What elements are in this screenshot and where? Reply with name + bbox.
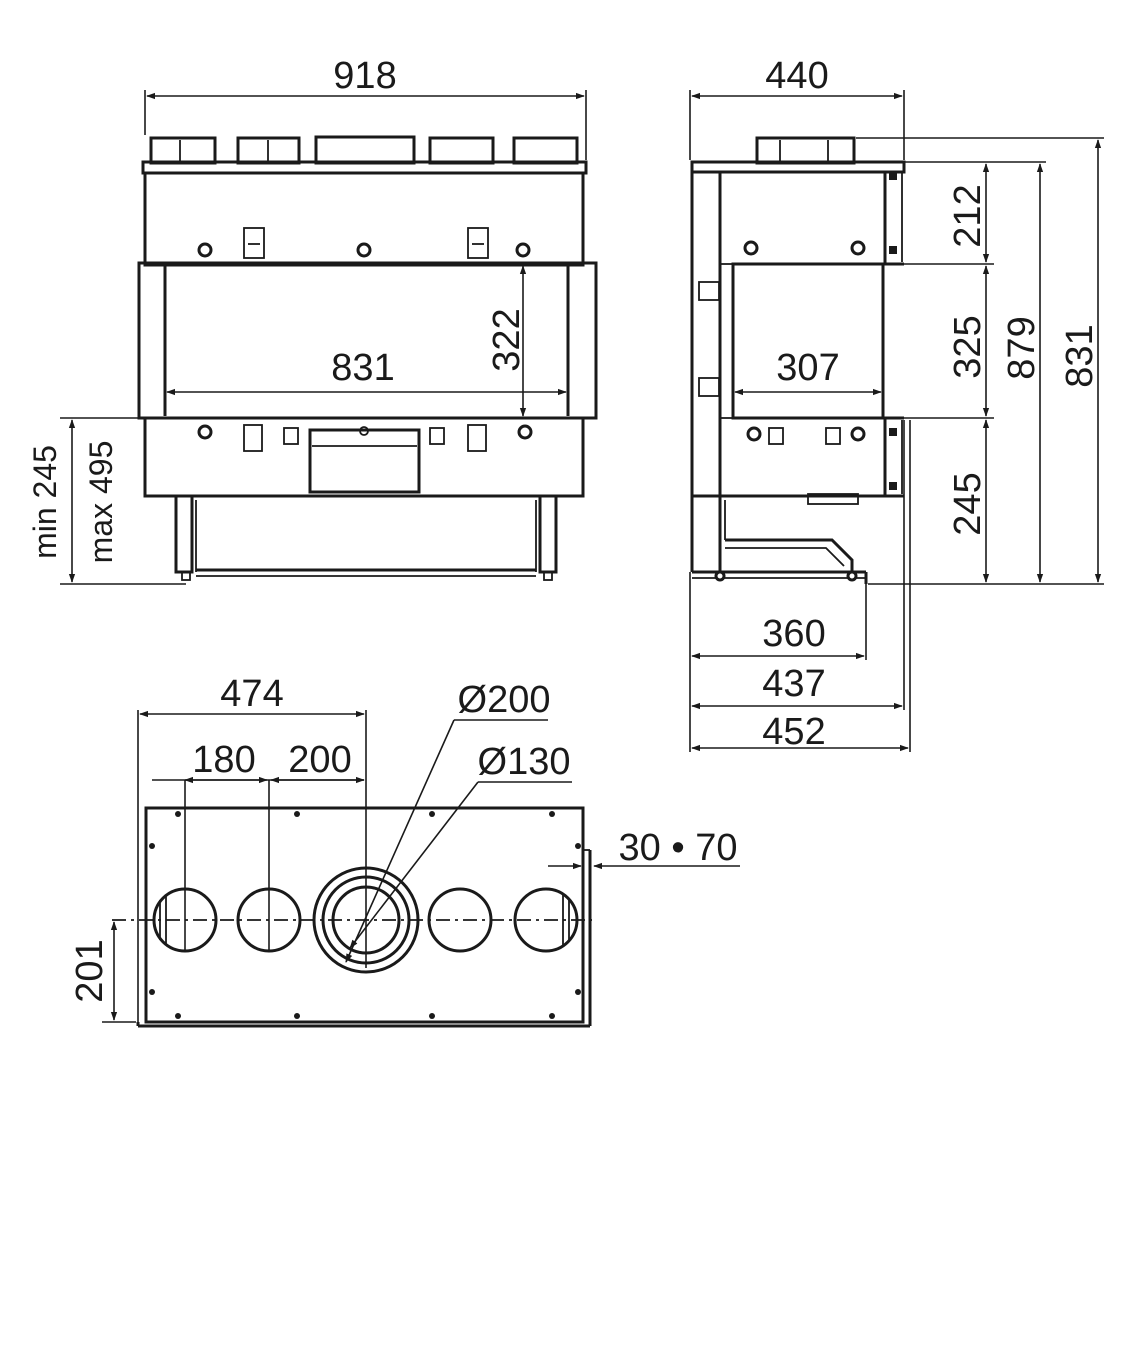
dim-opening-width: 831 <box>331 347 394 389</box>
dim-opening-height: 322 <box>486 308 528 371</box>
dim-base-depth-360: 360 <box>762 613 825 655</box>
dim-top-to-opening: 212 <box>947 184 989 247</box>
dim-flue-depth: 201 <box>69 939 111 1002</box>
dim-clearance: 30 • 70 <box>619 827 738 869</box>
side-view: 440 212 325 245 879 831 307 360 <box>689 55 1104 753</box>
dim-flue-diameter: Ø200 <box>458 679 551 721</box>
dim-overall-width: 918 <box>333 55 396 97</box>
dim-body-height: 831 <box>1059 324 1101 387</box>
dim-opening-depth: 307 <box>776 347 839 389</box>
dim-side-opening-height: 325 <box>947 315 989 378</box>
dim-height-with-collar: 879 <box>1001 316 1043 379</box>
dim-leg-height-max: max 495 <box>83 441 119 564</box>
dim-flue-offset: 474 <box>220 673 283 715</box>
dim-base-depth-452: 452 <box>762 711 825 753</box>
dim-overall-depth: 440 <box>765 55 828 97</box>
front-view: 918 831 322 min 245 max 495 <box>27 55 598 585</box>
dim-base-height: 245 <box>947 472 989 535</box>
dim-spacing-180: 180 <box>192 739 255 781</box>
dim-base-depth-437: 437 <box>762 663 825 705</box>
top-view: 474 180 200 Ø200 Ø130 30 • 70 201 <box>69 673 740 1028</box>
dim-leg-height-min: min 245 <box>27 445 63 559</box>
dim-duct-diameter: Ø130 <box>478 741 571 783</box>
dim-spacing-200: 200 <box>288 739 351 781</box>
